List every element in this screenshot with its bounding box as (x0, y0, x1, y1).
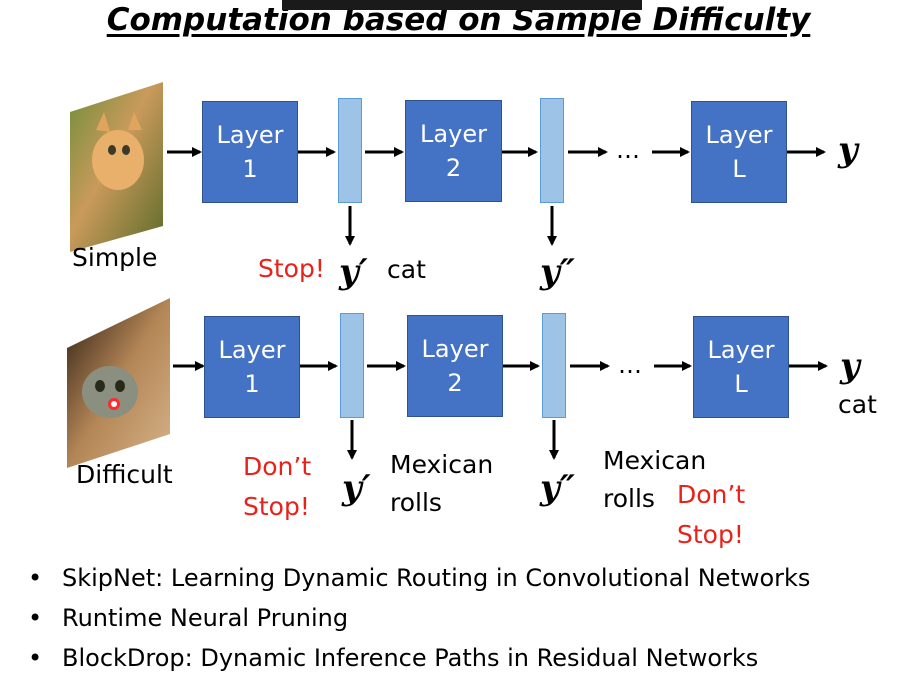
row1-exit1-prediction: cat (387, 255, 426, 284)
row2-exit-bar-2 (542, 313, 566, 418)
layer-index: 1 (244, 370, 260, 398)
layer-label: Layer (218, 336, 286, 364)
layer-label: Layer (707, 336, 775, 364)
layer-index: 2 (445, 154, 462, 182)
row1-exit2-output: y″ (540, 252, 575, 292)
reference-list: • SkipNet: Learning Dynamic Routing in Co… (28, 558, 810, 678)
row1-exit1-status: Stop! (258, 254, 325, 283)
row2-exit1-prediction-line1: Mexican (390, 450, 494, 479)
row1-exit1-output: y′ (339, 252, 368, 292)
kitten-image (70, 82, 163, 252)
row2-layer-1: Layer 1 (204, 316, 300, 418)
row2-exit1-prediction-line2: rolls (390, 488, 442, 517)
row2-arrows (173, 361, 828, 460)
row2-exit1-status-line2: Stop! (243, 492, 310, 521)
row2-final-output: y (840, 346, 860, 386)
row1-layer-L: Layer L (691, 101, 787, 203)
layer-index: 2 (447, 369, 463, 397)
row2-exit2-status-line2: Stop! (677, 520, 744, 549)
row2-exit2-prediction-line2: rolls (603, 484, 655, 513)
bullet-icon: • (28, 564, 43, 592)
row2-layer-L: Layer L (693, 316, 789, 418)
row1-sample-label: Simple (72, 243, 158, 272)
row1-arrows (167, 147, 826, 246)
reference-text: Runtime Neural Pruning (62, 604, 349, 632)
reference-item: • BlockDrop: Dynamic Inference Paths in R… (28, 638, 810, 678)
row1-ellipsis: … (616, 136, 640, 164)
cat-roll-image (67, 298, 170, 468)
reference-item: • Runtime Neural Pruning (28, 598, 810, 638)
row1-exit-bar-1 (338, 98, 362, 203)
row2-exit2-output: y″ (540, 468, 575, 508)
row2-exit2-prediction-line1: Mexican (603, 446, 707, 475)
bullet-icon: • (28, 644, 43, 672)
row2-exit2-status-line1: Don’t (677, 480, 746, 509)
reference-item: • SkipNet: Learning Dynamic Routing in Co… (28, 558, 810, 598)
row1-layer-1: Layer 1 (202, 101, 298, 203)
layer-label: Layer (421, 335, 489, 363)
bullet-icon: • (28, 604, 43, 632)
row2-exit1-status-line1: Don’t (243, 452, 312, 481)
row1-exit-bar-2 (540, 98, 564, 203)
row2-sample-label: Difficult (76, 460, 173, 489)
subtitle-overlay-bar (282, 0, 642, 10)
layer-label: Layer (705, 121, 773, 149)
layer-label: Layer (216, 121, 284, 149)
reference-text: SkipNet: Learning Dynamic Routing in Con… (62, 564, 811, 592)
row2-exit1-output: y′ (342, 468, 371, 508)
layer-index: L (734, 370, 748, 398)
reference-text: BlockDrop: Dynamic Inference Paths in Re… (62, 644, 759, 672)
layer-index: L (732, 155, 746, 183)
row2-ellipsis: … (618, 351, 642, 379)
row2-exit-bar-1 (340, 313, 364, 418)
row2-layer-2: Layer 2 (407, 315, 503, 417)
layer-label: Layer (420, 120, 487, 148)
row1-final-output: y (838, 130, 858, 170)
layer-index: 1 (242, 155, 258, 183)
row1-layer-2: Layer 2 (405, 100, 502, 202)
row2-final-output-caption: cat (838, 390, 877, 419)
